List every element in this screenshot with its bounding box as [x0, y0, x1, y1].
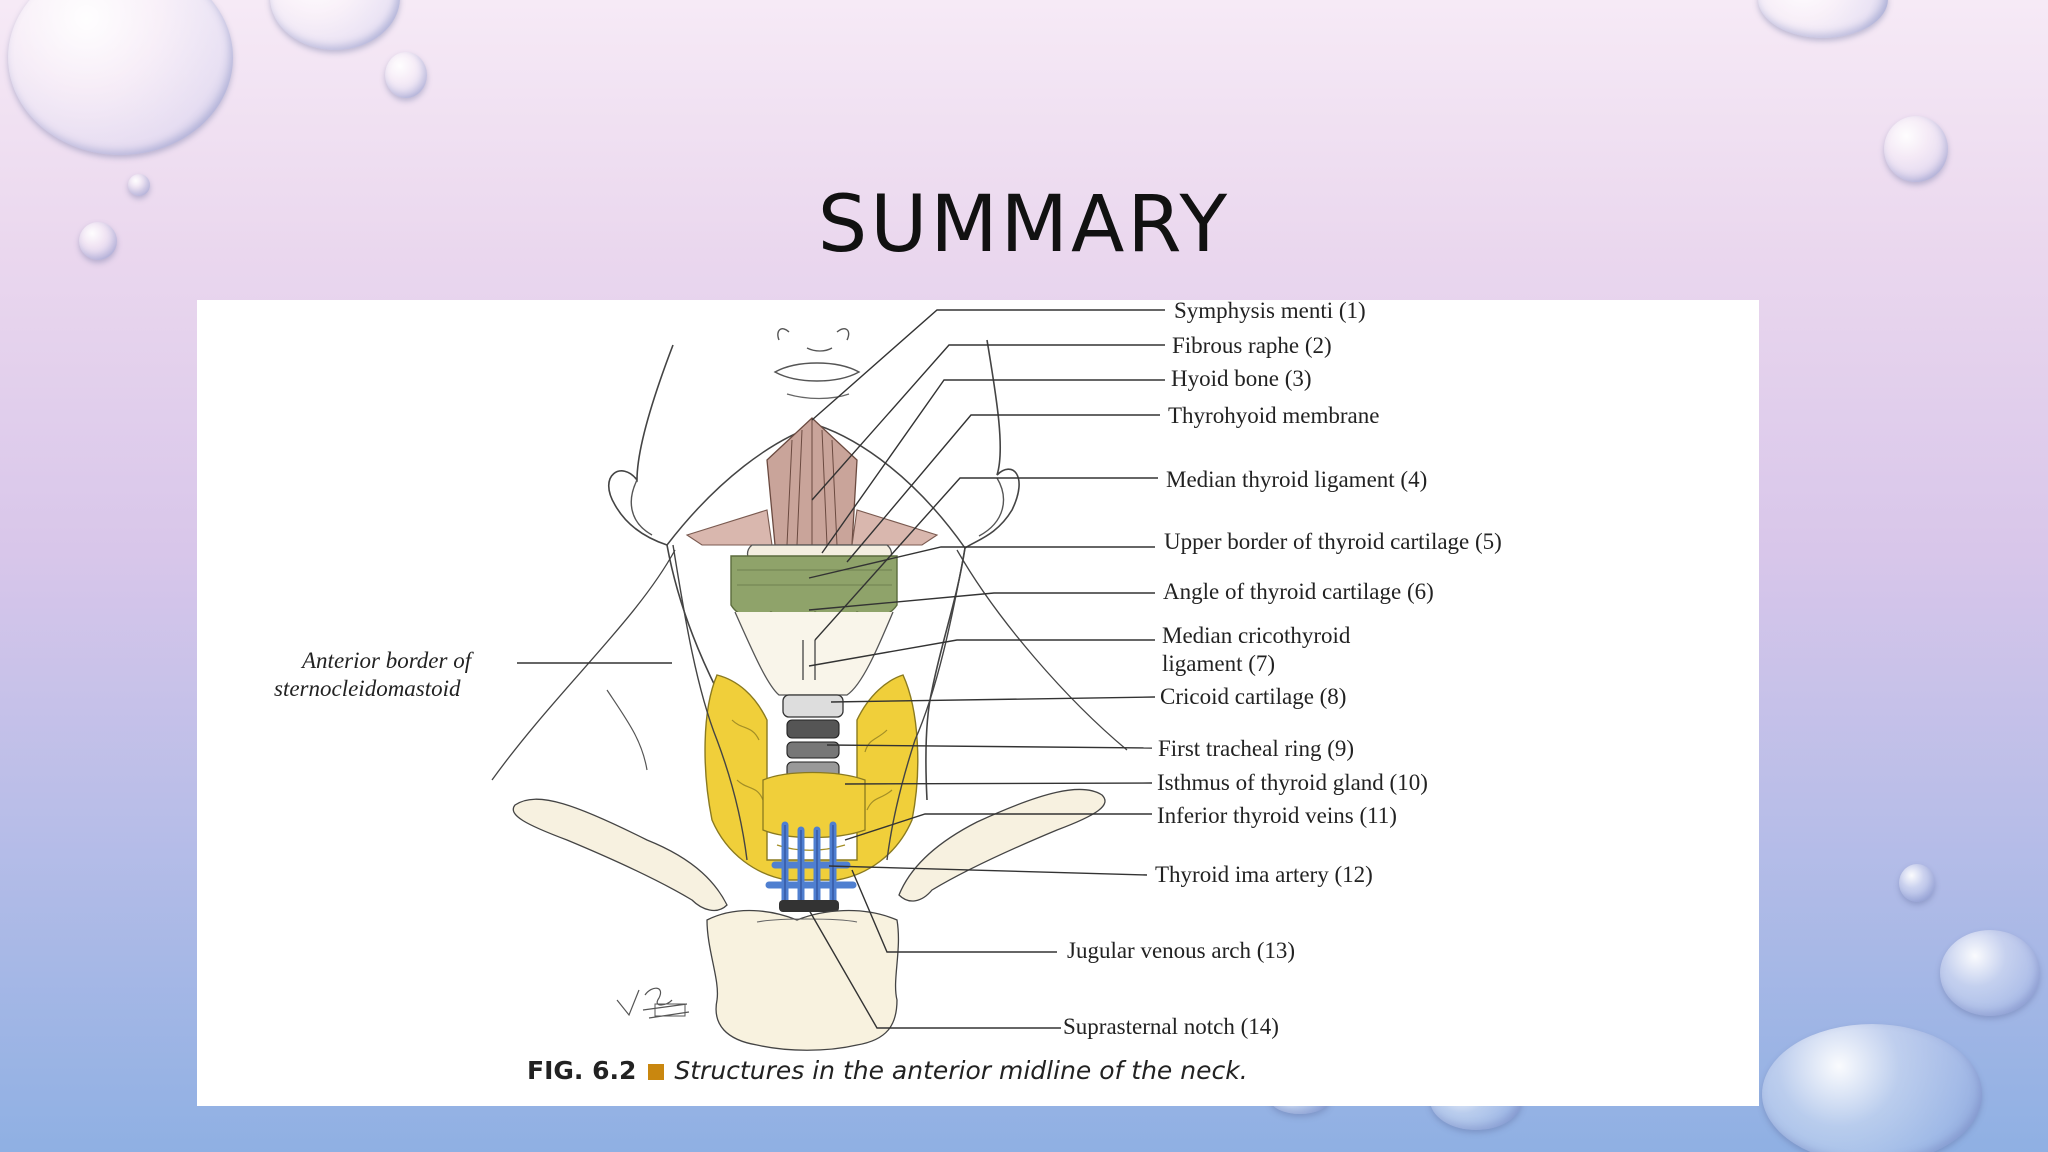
water-drop: [1762, 1024, 1982, 1152]
caption-square-icon: [648, 1064, 664, 1080]
water-drop: [1758, 0, 1888, 38]
label-upper-border-thyroid-cartilage: Upper border of thyroid cartilage (5): [1164, 528, 1502, 555]
water-drop: [270, 0, 400, 50]
label-median-cricothyroid-line2: ligament (7): [1162, 650, 1275, 677]
figure-caption: FIG. 6.2 Structures in the anterior midli…: [527, 1056, 1248, 1085]
label-thyrohyoid-membrane: Thyrohyoid membrane: [1168, 402, 1379, 429]
label-median-thyroid-ligament: Median thyroid ligament (4): [1166, 466, 1427, 493]
label-jugular-venous-arch: Jugular venous arch (13): [1067, 937, 1295, 964]
water-drop: [385, 52, 427, 98]
water-drop: [1940, 930, 2040, 1016]
label-scm-line1: Anterior border of: [302, 647, 471, 674]
label-suprasternal-notch: Suprasternal notch (14): [1063, 1013, 1279, 1040]
figure-caption-text: Structures in the anterior midline of th…: [674, 1056, 1247, 1085]
neck-illustration: [197, 300, 1759, 1106]
label-first-tracheal-ring: First tracheal ring (9): [1158, 735, 1354, 762]
water-drop: [8, 0, 233, 155]
label-cricoid-cartilage: Cricoid cartilage (8): [1160, 683, 1346, 710]
water-drop: [1899, 864, 1935, 902]
label-scm-line2: sternocleidomastoid: [274, 675, 461, 702]
label-median-cricothyroid-line1: Median cricothyroid: [1162, 622, 1350, 649]
figure-number: FIG. 6.2: [527, 1056, 636, 1085]
label-isthmus-thyroid-gland: Isthmus of thyroid gland (10): [1157, 769, 1428, 796]
slide-title: SUMMARY: [0, 180, 2048, 270]
label-thyroid-ima-artery: Thyroid ima artery (12): [1155, 861, 1373, 888]
anatomy-figure: Symphysis menti (1) Fibrous raphe (2) Hy…: [197, 300, 1759, 1106]
label-inferior-thyroid-veins: Inferior thyroid veins (11): [1157, 802, 1397, 829]
label-symphysis-menti: Symphysis menti (1): [1174, 297, 1366, 324]
label-hyoid-bone: Hyoid bone (3): [1171, 365, 1312, 392]
label-angle-thyroid-cartilage: Angle of thyroid cartilage (6): [1163, 578, 1434, 605]
artist-signature: [617, 988, 689, 1018]
label-fibrous-raphe: Fibrous raphe (2): [1172, 332, 1332, 359]
water-drop: [1884, 116, 1948, 182]
